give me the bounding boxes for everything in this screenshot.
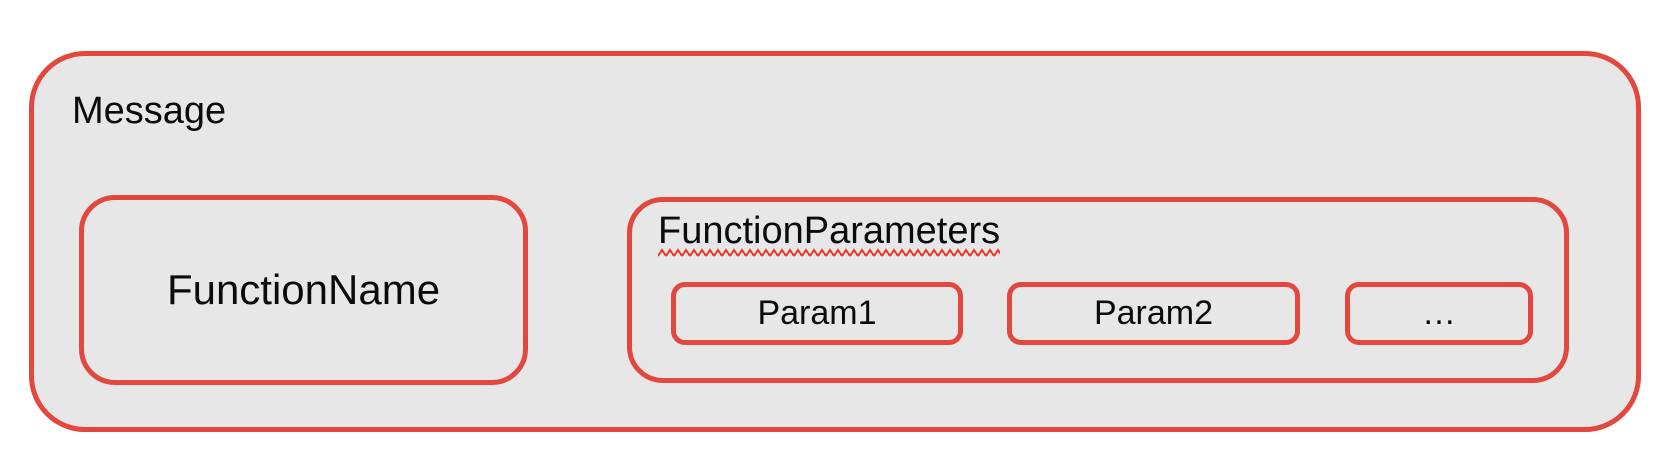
param2-box: Param2 — [1007, 282, 1300, 345]
param1-label: Param1 — [757, 294, 877, 332]
function-parameters-label: FunctionParameters — [658, 210, 1001, 252]
ellipsis-box: … — [1345, 282, 1533, 345]
param1-box: Param1 — [671, 282, 963, 345]
function-parameters-label-wrap: FunctionParameters — [658, 210, 1001, 258]
function-name-label: FunctionName — [166, 266, 441, 313]
spellcheck-squiggle-icon — [658, 247, 1001, 258]
message-label: Message — [72, 90, 227, 132]
ellipsis-label: … — [1422, 294, 1456, 332]
message-box: Message FunctionName FunctionParameters … — [29, 51, 1641, 432]
function-name-box: FunctionName — [79, 195, 528, 385]
function-parameters-box: FunctionParameters Param1 Param2 … — [627, 197, 1569, 383]
param2-label: Param2 — [1093, 294, 1214, 332]
